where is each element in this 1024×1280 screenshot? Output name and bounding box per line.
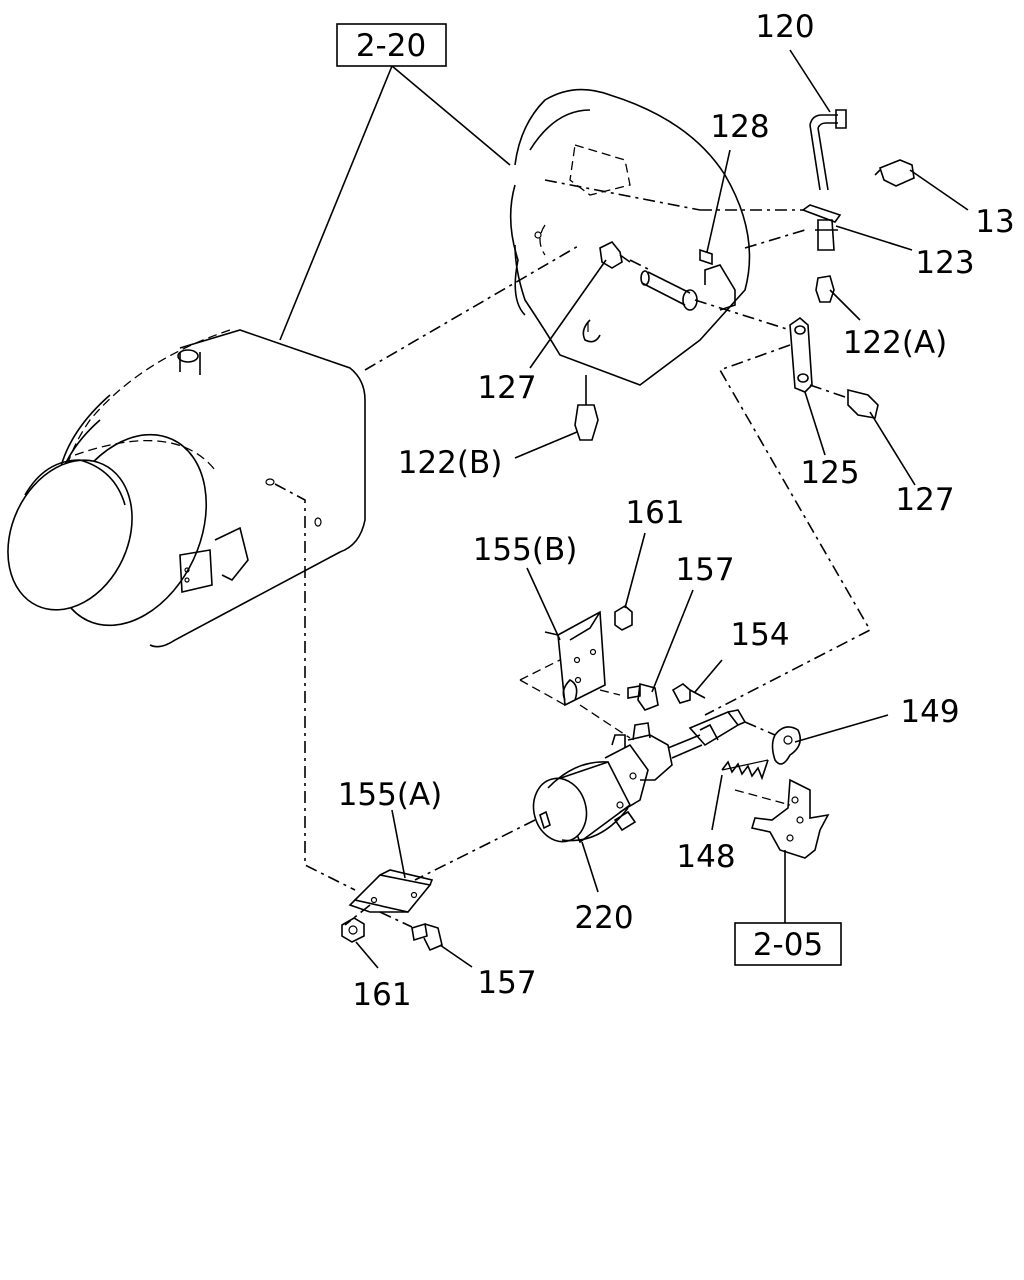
part-220-clutch-servo: 220 <box>414 704 747 936</box>
part-148-spring: 148 <box>676 759 769 875</box>
reference-box-2-05: 2-05 <box>734 922 842 966</box>
part-155a-bracket: 155(A) <box>338 777 443 926</box>
part-123-bracket: 123 <box>801 204 975 281</box>
callout-125: 125 <box>800 455 859 491</box>
reference-label-2-05: 2-05 <box>753 927 823 963</box>
callout-161-bottom: 161 <box>352 977 411 1013</box>
callout-127-right: 127 <box>895 482 954 518</box>
part-122a: 122(A) <box>815 275 948 361</box>
callout-155b: 155(B) <box>473 532 578 568</box>
callout-155a: 155(A) <box>338 777 443 813</box>
callout-123: 123 <box>915 245 974 281</box>
part-13-bolt: 13 <box>874 159 1015 240</box>
part-128: 128 <box>699 109 770 311</box>
part-161-nut-bottom: 161 <box>341 917 412 1013</box>
callout-120: 120 <box>755 9 814 45</box>
part-127-right-fitting: 127 <box>809 384 955 518</box>
part-154-pin: 154 <box>671 617 790 704</box>
clutch-housing <box>364 88 806 386</box>
callout-157-top: 157 <box>675 552 734 588</box>
callout-13: 13 <box>975 204 1014 240</box>
callout-161-top: 161 <box>625 495 684 531</box>
part-157-bolt-bottom: 157 <box>379 911 537 1001</box>
part-127-fitting: 127 <box>477 240 631 406</box>
part-155b-bracket: 155(B) <box>473 532 621 707</box>
part-122b: 122(B) <box>398 375 599 481</box>
callout-122b: 122(B) <box>398 445 503 481</box>
callout-149: 149 <box>900 694 959 730</box>
callout-127-top: 127 <box>477 370 536 406</box>
part-125-lever: 125 <box>704 316 872 716</box>
part-120-pipe: 120 <box>755 9 847 191</box>
release-shaft <box>629 259 791 331</box>
part-149-clip: 149 <box>744 694 960 765</box>
transmission-housing <box>7 329 366 891</box>
callout-220: 220 <box>574 900 633 936</box>
bracket-2-05 <box>734 778 830 923</box>
callout-157-bottom: 157 <box>477 965 536 1001</box>
callout-148: 148 <box>676 839 735 875</box>
part-161-nut-top: 161 <box>614 495 685 631</box>
part-157-bolt-top: 157 <box>627 552 735 711</box>
reference-label-2-20: 2-20 <box>356 28 426 64</box>
reference-box-2-20: 2-20 <box>279 23 511 341</box>
callout-154: 154 <box>730 617 789 653</box>
callout-128: 128 <box>710 109 769 145</box>
callout-122a: 122(A) <box>843 325 948 361</box>
